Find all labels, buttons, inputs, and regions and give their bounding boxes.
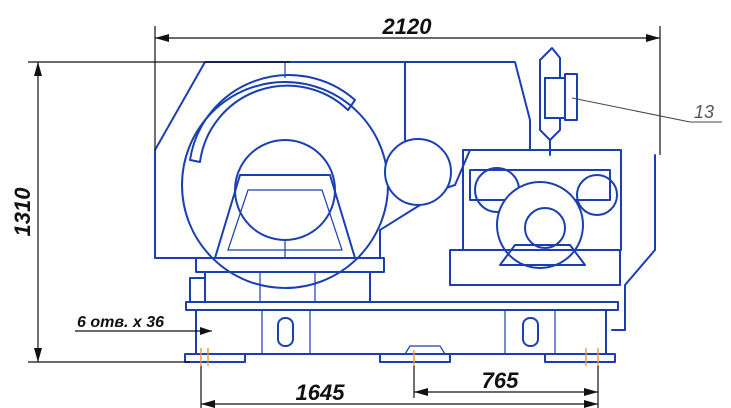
side-sheave <box>384 138 452 206</box>
motor-shaft <box>524 207 566 249</box>
lever-handle <box>611 154 656 331</box>
drum-stand-inner <box>227 189 343 251</box>
dimension-overall-width: 2120 <box>154 14 661 155</box>
foot-center <box>379 353 451 363</box>
base-slot-left <box>277 317 294 347</box>
holes-note-label: 6 отв. х 36 <box>77 314 164 331</box>
callout-13-label: 13 <box>694 102 714 122</box>
arrowhead-bottom <box>34 348 42 362</box>
control-box-side <box>564 73 578 121</box>
control-box-hook <box>539 47 561 141</box>
control-box <box>539 47 578 156</box>
arrowhead-left <box>414 388 428 396</box>
foot-center-lug <box>404 345 446 355</box>
arrowhead-right <box>584 400 598 408</box>
foot-right <box>544 353 616 363</box>
left-bracket <box>189 277 206 303</box>
motor-foot <box>499 244 586 266</box>
arrowhead-right <box>646 34 660 42</box>
right-frame <box>449 249 621 286</box>
secondary-gear-right <box>576 174 618 216</box>
motor-housing <box>496 181 584 269</box>
overall-width-label: 2120 <box>382 14 433 39</box>
arrowhead-top <box>34 62 42 76</box>
dimension-secondary-span: 765 <box>413 366 598 398</box>
base-frame <box>195 309 607 355</box>
foot-left <box>184 353 246 363</box>
holes-arrowhead <box>200 327 212 335</box>
winch-assembly <box>154 47 656 366</box>
arrowhead-left <box>201 400 215 408</box>
dimension-mount-span: 1645 <box>200 366 599 408</box>
arrowhead-left <box>155 34 169 42</box>
drum-arc-guard <box>189 74 356 163</box>
holes-annotation: 6 отв. х 36 <box>75 314 212 335</box>
dimension-overall-height: 1310 <box>10 61 290 363</box>
mount-span-label: 1645 <box>296 380 346 405</box>
base-frame-top <box>185 301 619 311</box>
base-slot-right <box>522 317 539 347</box>
secondary-span-label: 765 <box>482 368 519 393</box>
overall-height-label: 1310 <box>10 187 35 237</box>
callout-leader-line <box>571 97 691 123</box>
callout-13: 13 <box>571 97 722 123</box>
arrowhead-right <box>584 388 598 396</box>
control-box-body <box>544 77 566 119</box>
